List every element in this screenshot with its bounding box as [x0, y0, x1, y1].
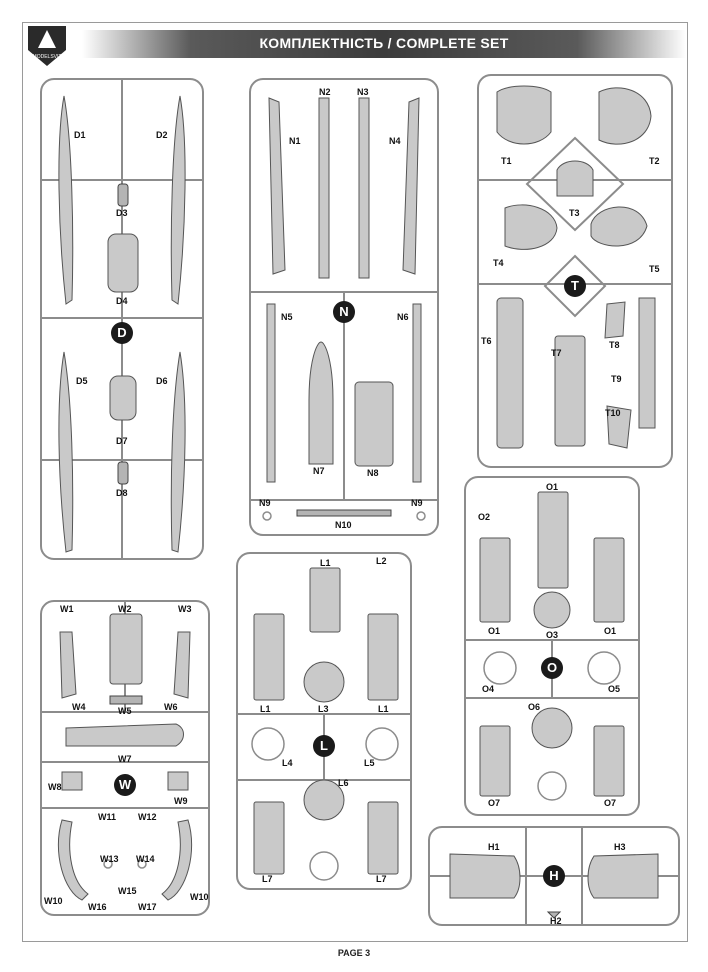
- part-label-n9-right: N9: [411, 498, 423, 508]
- part-label-t9: T9: [611, 374, 622, 384]
- part-label-o7-left: O7: [488, 798, 501, 808]
- sprue-badge-d: D: [111, 322, 133, 344]
- part-label-n6: N6: [397, 312, 409, 322]
- svg-text:MODELSVIT: MODELSVIT: [33, 54, 62, 60]
- part-label-l5: L5: [364, 758, 375, 768]
- part-label-w1: W1: [60, 604, 74, 614]
- sprue-badge-w: W: [114, 774, 136, 796]
- part-label-w12: W12: [138, 812, 157, 822]
- sprue-w: W1 W2 W3 W4 W5 W6 W7 W8 W9 W11 W12 W13 W…: [40, 600, 210, 916]
- part-label-w4: W4: [72, 702, 86, 712]
- part-label-n3: N3: [357, 87, 369, 97]
- part-label-l1-left: L1: [260, 704, 271, 714]
- part-label-o7-right: O7: [604, 798, 617, 808]
- part-label-l7-left: L7: [262, 874, 273, 884]
- part-label-t6: T6: [481, 336, 492, 346]
- part-label-n10: N10: [335, 520, 352, 530]
- part-label-w5: W5: [118, 706, 132, 716]
- part-label-n7: N7: [313, 466, 325, 476]
- part-label-h2: H2: [550, 916, 562, 926]
- part-label-t2: T2: [649, 156, 660, 166]
- part-label-d1: D1: [74, 130, 86, 140]
- page-frame: [22, 22, 688, 942]
- part-label-t1: T1: [501, 156, 512, 166]
- part-label-h3: H3: [614, 842, 626, 852]
- sprue-o: O2 O1 O1 O3 O1 O4 O5 O6 O7 O7 O: [464, 476, 640, 816]
- part-label-l3: L3: [318, 704, 329, 714]
- sprue-d: D1 D2 D3 D4 D5 D6 D7 D8 D: [40, 78, 204, 560]
- sprue-badge-h: H: [543, 865, 565, 887]
- part-label-o2: O2: [478, 512, 491, 522]
- part-label-d7: D7: [116, 436, 128, 446]
- part-label-o1-right: O1: [604, 626, 617, 636]
- part-label-t10: T10: [605, 408, 621, 418]
- part-label-o5: O5: [608, 684, 621, 694]
- sprue-badge-t: T: [564, 275, 586, 297]
- part-label-w11: W11: [98, 812, 117, 822]
- page-title: КОМПЛЕКТНІСТЬ / COMPLETE SET: [259, 35, 509, 51]
- part-label-n1: N1: [289, 136, 301, 146]
- part-label-w7: W7: [118, 754, 132, 764]
- part-label-w17: W17: [138, 902, 157, 912]
- title-banner: КОМПЛЕКТНІСТЬ / COMPLETE SET: [82, 30, 686, 58]
- part-label-o1-left: O1: [488, 626, 501, 636]
- sprue-t: T1 T2 T3 T4 T5 T6 T7 T8 T9 T10 T: [477, 74, 673, 468]
- part-label-d4: D4: [116, 296, 128, 306]
- part-label-w14: W14: [136, 854, 155, 864]
- part-label-t8: T8: [609, 340, 620, 350]
- part-label-t7: T7: [551, 348, 562, 358]
- part-label-t4: T4: [493, 258, 504, 268]
- part-label-w6: W6: [164, 702, 178, 712]
- part-label-w13: W13: [100, 854, 119, 864]
- part-label-n4: N4: [389, 136, 401, 146]
- part-label-l1-right: L1: [378, 704, 389, 714]
- part-label-w15: W15: [118, 886, 137, 896]
- part-label-o4: O4: [482, 684, 495, 694]
- sprue-badge-n: N: [333, 301, 355, 323]
- part-label-w9: W9: [174, 796, 188, 806]
- part-label-n8: N8: [367, 468, 379, 478]
- part-label-o3: O3: [546, 630, 559, 640]
- part-label-n9-left: N9: [259, 498, 271, 508]
- part-label-d2: D2: [156, 130, 168, 140]
- sprue-n: N1 N2 N3 N4 N5 N6 N7 N8 N9 N9 N10 N: [249, 78, 439, 536]
- part-label-d5: D5: [76, 376, 88, 386]
- part-label-n2: N2: [319, 87, 331, 97]
- part-label-w10-left: W10: [44, 896, 63, 906]
- part-label-l1-top: L1: [320, 558, 331, 568]
- part-label-h1: H1: [488, 842, 500, 852]
- modelsvit-logo: MODELSVIT: [24, 20, 70, 70]
- part-label-l7-right: L7: [376, 874, 387, 884]
- part-label-w16: W16: [88, 902, 107, 912]
- part-label-w8: W8: [48, 782, 62, 792]
- part-label-l4: L4: [282, 758, 293, 768]
- sprue-h: H1 H3 H2 H: [428, 826, 680, 926]
- part-label-w10-right: W10: [190, 892, 209, 902]
- part-label-n5: N5: [281, 312, 293, 322]
- sprue-badge-l: L: [313, 735, 335, 757]
- part-label-d8: D8: [116, 488, 128, 498]
- part-label-w2: W2: [118, 604, 132, 614]
- part-label-o6: O6: [528, 702, 541, 712]
- part-label-t5: T5: [649, 264, 660, 274]
- part-label-d3: D3: [116, 208, 128, 218]
- part-label-d6: D6: [156, 376, 168, 386]
- page-number: PAGE 3: [337, 948, 371, 958]
- part-label-t3: T3: [569, 208, 580, 218]
- sprue-badge-o: O: [541, 657, 563, 679]
- part-label-o1-top: O1: [546, 482, 559, 492]
- part-label-l2: L2: [376, 556, 387, 566]
- sprue-l: L1 L2 L1 L3 L1 L4 L5 L6 L7 L7 L: [236, 552, 412, 890]
- part-label-w3: W3: [178, 604, 192, 614]
- part-label-l6: L6: [338, 778, 349, 788]
